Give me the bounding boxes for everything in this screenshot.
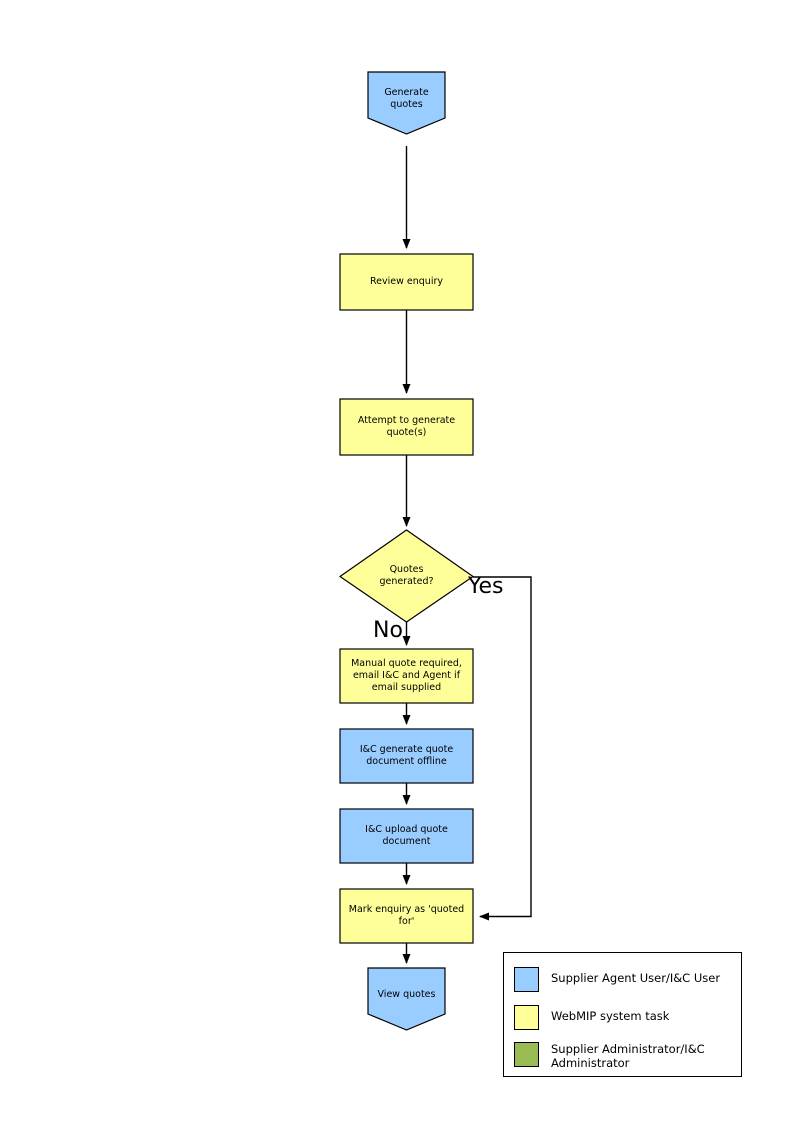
legend-swatch-green [514, 1042, 539, 1067]
node-review-enquiry[interactable] [339, 253, 474, 311]
node-mark-enquiry-as-quoted-for[interactable] [339, 888, 474, 944]
node-quotes-generated-decision[interactable] [338, 529, 475, 623]
edge-label-yes: Yes [468, 574, 504, 599]
legend: Supplier Agent User/I&C User WebMIP syst… [503, 952, 742, 1077]
node-view-quotes[interactable] [367, 967, 446, 1031]
legend-item-supplier-administrator: Supplier Administrator/I&C Administrator [514, 1042, 705, 1070]
connector-decision-yes-to-mark [473, 576, 532, 921]
legend-swatch-blue [514, 967, 539, 992]
node-ic-generate-quote-document-offline[interactable] [339, 728, 474, 784]
legend-item-webmip-system-task: WebMIP system task [514, 1005, 669, 1030]
node-generate-quotes[interactable] [367, 71, 446, 135]
legend-swatch-yellow [514, 1005, 539, 1030]
node-manual-quote-required[interactable] [339, 648, 474, 704]
legend-item-supplier-agent-user: Supplier Agent User/I&C User [514, 967, 720, 992]
legend-label-supplier-agent-user: Supplier Agent User/I&C User [551, 971, 721, 985]
node-ic-upload-quote-document[interactable] [339, 808, 474, 864]
legend-label-supplier-administrator: Supplier Administrator/I&C Administrator [551, 1042, 705, 1070]
edge-label-no: No [373, 618, 403, 643]
legend-label-webmip-system-task: WebMIP system task [551, 1009, 670, 1023]
node-attempt-to-generate-quotes[interactable] [339, 398, 474, 456]
